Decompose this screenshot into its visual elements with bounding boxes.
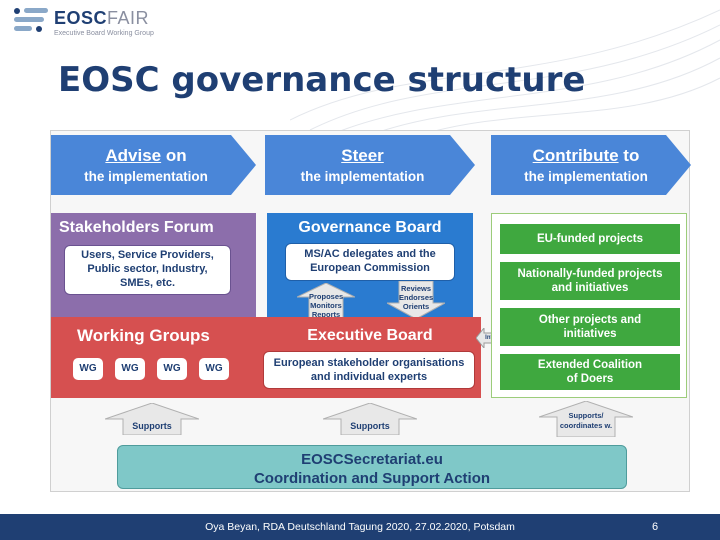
contribute-arrow: Contribute to the implementation	[491, 135, 691, 195]
secretariat-name: EOSCSecretariat.eu	[301, 451, 443, 468]
logo-mark-icon	[14, 8, 50, 38]
footer-bar: Oya Beyan, RDA Deutschland Tagung 2020, …	[0, 514, 720, 540]
supports-left-label: Supports	[132, 421, 172, 431]
wg-chip: WG	[115, 358, 145, 380]
advise-label: Advise	[105, 146, 162, 165]
advise-suffix: on	[161, 146, 187, 165]
logo-wordmark: EOSCFAIR	[54, 8, 150, 28]
contributors-panel: EU-funded projects Nationally-funded pro…	[491, 213, 687, 398]
governance-board-title: Governance Board	[298, 219, 442, 236]
stakeholders-forum-title: Stakeholders Forum	[59, 219, 214, 236]
page-number: 6	[652, 521, 659, 533]
support-arrow-icon	[323, 403, 417, 435]
steer-arrow: Steer the implementation	[265, 135, 475, 195]
governance-board-box: Governance Board MS/AC delegates and the…	[267, 213, 473, 319]
secretariat-box: EOSCSecretariat.eu Coordination and Supp…	[117, 445, 627, 489]
secretariat-role: Coordination and Support Action	[253, 470, 491, 487]
governance-members: MS/AC delegates and the European Commiss…	[285, 243, 455, 281]
steer-sub: the implementation	[300, 169, 425, 184]
executive-members: European stakeholder organisations and i…	[263, 351, 475, 389]
stakeholders-forum-box: Stakeholders Forum Users, Service Provid…	[51, 213, 256, 318]
support-arrow-icon	[105, 403, 199, 435]
slide-title: EOSC governance structure	[58, 60, 586, 100]
working-groups-executive-band: Working Groups WG WG WG WG Executive Boa…	[51, 317, 481, 398]
advise-sub: the implementation	[84, 169, 208, 184]
support-arrow-icon	[539, 401, 633, 437]
contribute-sub: the implementation	[524, 169, 648, 184]
wg-chip: WG	[157, 358, 187, 380]
decorative-curves	[290, 9, 720, 135]
eu-funded-box: EU-funded projects	[500, 224, 680, 254]
working-groups-title: Working Groups	[77, 326, 210, 345]
eoscfair-logo: EOSCFAIR Executive Board Working Group	[14, 6, 194, 40]
wg-chip: WG	[199, 358, 229, 380]
chevron-arrow-icon	[491, 135, 691, 195]
governance-diagram: Advise on the implementation Steer the i…	[50, 130, 691, 492]
wg-chip: WG	[73, 358, 103, 380]
executive-board-title: Executive Board	[307, 327, 433, 344]
footer-text: Oya Beyan, RDA Deutschland Tagung 2020, …	[205, 521, 515, 533]
up-arrow-icon	[297, 283, 355, 319]
contribute-label: Contribute	[532, 146, 619, 165]
stakeholders-members: Users, Service Providers, Public sector,…	[64, 245, 231, 295]
chevron-arrow-icon	[51, 135, 256, 195]
down-arrow-icon	[387, 281, 445, 319]
logo-tagline: Executive Board Working Group	[54, 30, 154, 37]
supports-right-label: Supports/coordinates w.	[559, 411, 613, 430]
chevron-arrow-icon	[265, 135, 475, 195]
advise-arrow: Advise on the implementation	[51, 135, 256, 195]
steer-label: Steer	[341, 146, 384, 165]
supports-middle-label: Supports	[350, 421, 390, 431]
